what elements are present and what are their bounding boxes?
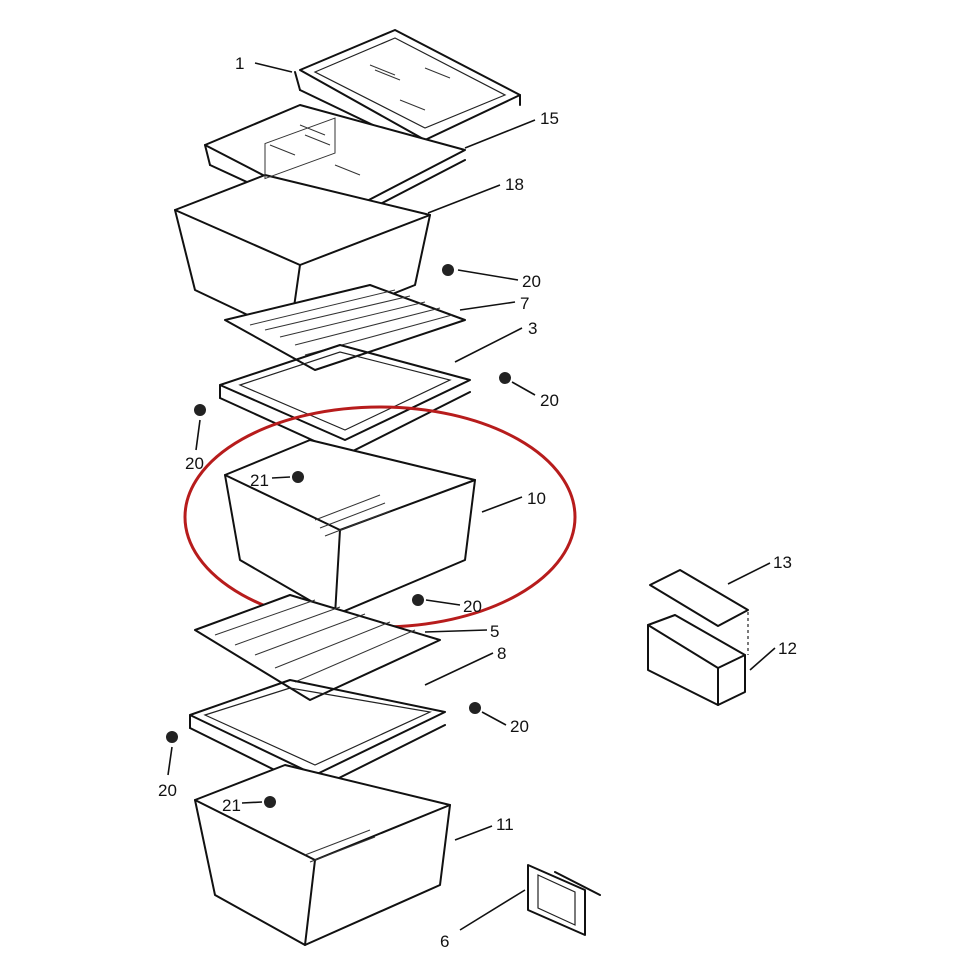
callout-15: 15 [540,109,559,128]
bracket-part-6 [527,864,601,936]
grille-part-7 [224,284,466,371]
callout-12: 12 [778,639,797,658]
callout-1: 1 [235,54,245,73]
callout-21: 21 [222,796,241,815]
crisper-drawer-part-10 [224,439,476,616]
callout-20: 20 [540,391,559,410]
callout-8: 8 [497,644,507,663]
bin-part-12 [647,612,749,706]
highlight-ellipse [183,405,577,629]
callout-21: 21 [250,471,269,490]
callout-20: 20 [463,597,482,616]
clip-icons [166,264,511,808]
callout-7: 7 [520,294,530,313]
callout-6: 6 [440,932,450,951]
callout-11: 11 [496,815,514,834]
callout-10: 10 [527,489,546,508]
grille-part-5 [194,594,441,701]
frame-part-8 [189,679,446,791]
callout-20: 20 [510,717,529,736]
leader-lines [167,62,776,931]
lid-part-13 [649,569,749,627]
callout-20: 20 [158,781,177,800]
callout-13: 13 [773,553,792,572]
callout-20: 20 [185,454,204,473]
callout-18: 18 [505,175,524,194]
callout-3: 3 [528,319,538,338]
callout-20: 20 [522,272,541,291]
crisper-drawer-part-11 [194,764,451,946]
callout-5: 5 [490,622,500,641]
frame-part-3 [219,344,471,456]
